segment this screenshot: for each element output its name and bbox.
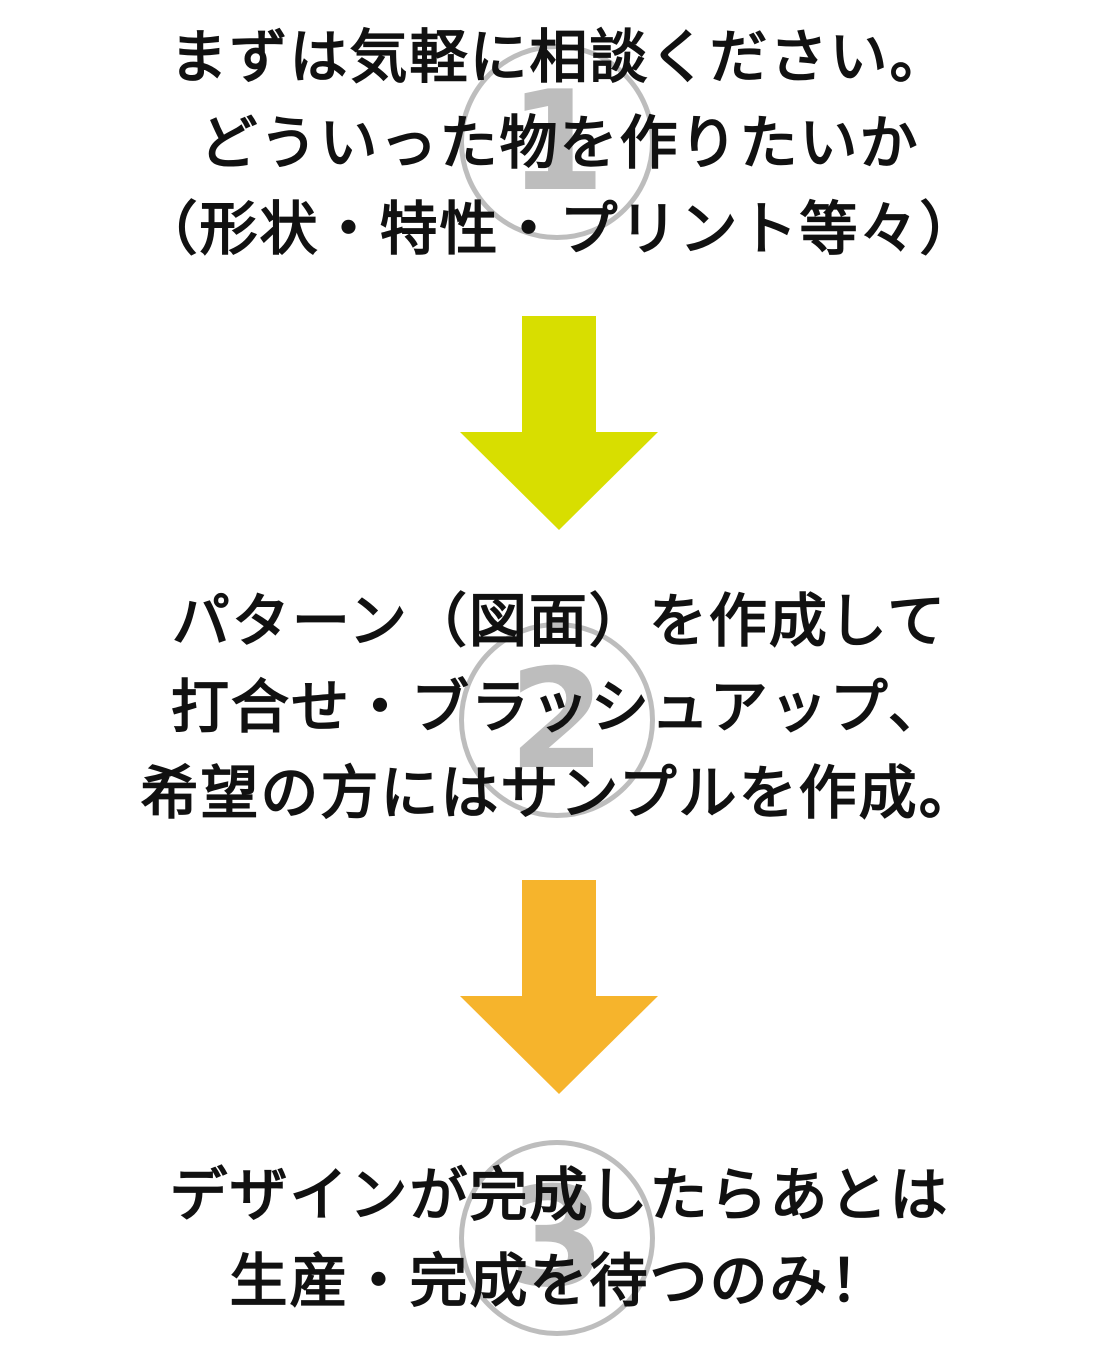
step-3-line-2: 生産・完成を待つのみ！ [229,1247,890,1315]
step-1-number: 1 [508,61,606,222]
step-2-text: パターン（図面）を作成して 打合せ・ブラッシュアップ、 希望の方にはサンプルを作… [0,578,1119,836]
arrow-2-head [460,996,658,1094]
step-1-text: まずは気軽に相談ください。 どういった物を作りたいか （形状・特性・プリント等々… [0,14,1119,272]
step-3-line-1: デザインが完成したらあとは [169,1161,950,1229]
step-1-number-circle: 1 [459,44,655,240]
step-2-number-circle: 2 [459,622,655,818]
step-3-number-circle: 3 [459,1140,655,1336]
arrow-1-shaft [522,316,596,434]
step-1-line-1: まずは気軽に相談ください。 [169,23,950,91]
step-2-line-3: 希望の方にはサンプルを作成。 [140,759,979,827]
step-1-line-2: どういった物を作りたいか [199,109,920,177]
step-2-line-1: パターン（図面）を作成して [171,587,948,655]
step-2-line-2: 打合せ・ブラッシュアップ、 [170,673,949,741]
arrow-1-head [460,432,658,530]
arrow-2-shaft [522,880,596,998]
step-1-line-3: （形状・特性・プリント等々） [139,195,980,263]
step-3-number: 3 [508,1157,606,1318]
step-2-number: 2 [508,639,606,800]
step-3-text: デザインが完成したらあとは 生産・完成を待つのみ！ [0,1152,1119,1324]
